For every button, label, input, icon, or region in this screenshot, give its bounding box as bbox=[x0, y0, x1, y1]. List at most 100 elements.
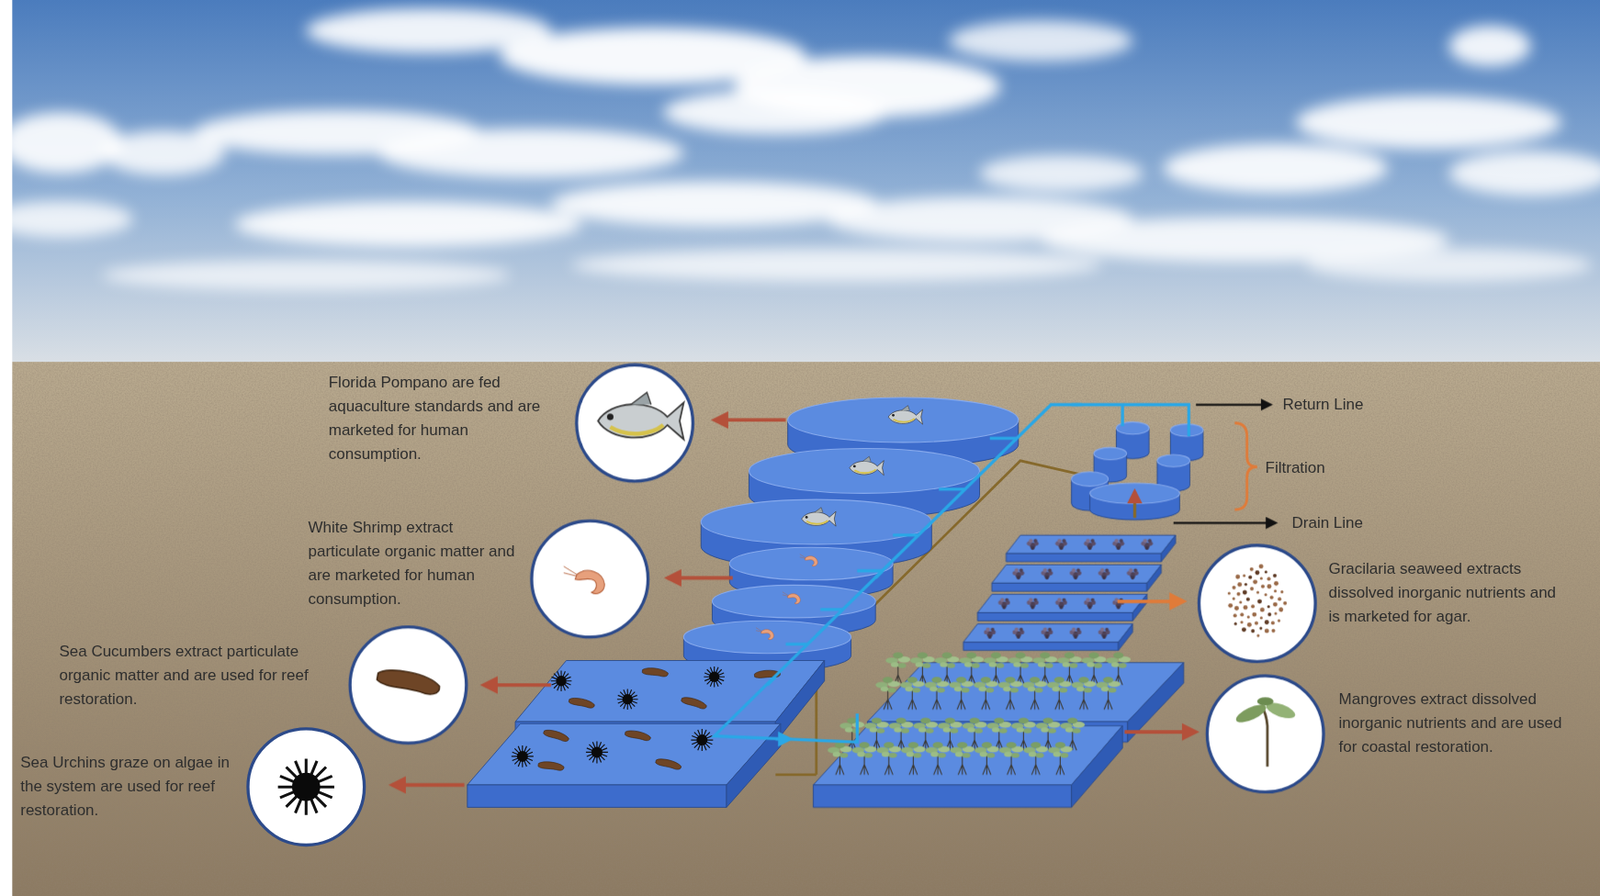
cuke-icon bbox=[538, 761, 565, 772]
tree-icon bbox=[949, 742, 975, 776]
tree-icon bbox=[925, 742, 951, 776]
illustration-part bbox=[375, 666, 441, 697]
seaweed-dot bbox=[1269, 596, 1274, 600]
weed-icon bbox=[1026, 539, 1039, 551]
seaweed-dot bbox=[1252, 579, 1258, 585]
seaweed-dot bbox=[1250, 605, 1255, 609]
seaweed-dot bbox=[1263, 593, 1267, 597]
slab-front bbox=[1005, 553, 1161, 563]
seaweed-dot bbox=[1239, 600, 1242, 604]
slab-side bbox=[1147, 564, 1162, 592]
slab-front bbox=[812, 785, 1071, 808]
callout-circle bbox=[349, 627, 467, 744]
tree-icon bbox=[924, 676, 950, 710]
bracket-label: Filtration bbox=[1265, 456, 1326, 481]
seaweed-dot bbox=[1241, 627, 1247, 632]
slab-side bbox=[1071, 726, 1124, 809]
urchin-icon bbox=[585, 741, 609, 764]
urchin-icon bbox=[551, 670, 573, 692]
seaweed-dot bbox=[1267, 605, 1271, 609]
callout-arrow bbox=[714, 418, 787, 423]
weed-icon bbox=[1083, 539, 1096, 551]
tree-icon bbox=[999, 742, 1025, 776]
tree-icon bbox=[1022, 676, 1048, 710]
weed-icon bbox=[983, 627, 996, 639]
weed-icon bbox=[1040, 627, 1053, 639]
seaweed-dot bbox=[1278, 608, 1284, 613]
seaweed-dot bbox=[1277, 619, 1281, 623]
slab-side bbox=[1160, 535, 1176, 563]
seaweed-dot bbox=[1228, 592, 1231, 596]
weed-icon bbox=[1112, 539, 1125, 551]
seaweed-dot bbox=[1242, 605, 1248, 610]
seaweed-dot bbox=[1264, 629, 1270, 634]
weed-icon bbox=[1098, 627, 1111, 639]
seaweed-dot bbox=[1273, 574, 1277, 578]
illustration-part bbox=[563, 566, 605, 595]
tree-icon bbox=[948, 676, 974, 710]
callout-circle bbox=[1206, 676, 1324, 793]
tree-icon bbox=[901, 742, 926, 776]
urchin-icon bbox=[511, 745, 534, 768]
seaweed-dot bbox=[1283, 601, 1287, 606]
seaweed-dot bbox=[1267, 612, 1272, 617]
seaweed-dot bbox=[1232, 597, 1236, 601]
filtration-tanks bbox=[1071, 422, 1204, 521]
seaweed-dot bbox=[1266, 584, 1272, 589]
tree-icon bbox=[998, 676, 1024, 710]
fish-icon bbox=[801, 507, 836, 527]
seaweed-dot bbox=[1273, 602, 1278, 608]
weed-icon bbox=[1140, 539, 1153, 551]
seaweed-dot bbox=[1254, 570, 1260, 575]
tree-icon bbox=[875, 676, 901, 710]
callout-text: Sea Urchins graze on algae in the system… bbox=[20, 751, 238, 823]
seaweed-dot bbox=[1260, 576, 1263, 580]
weed-icon bbox=[998, 597, 1011, 609]
illustration-part bbox=[0, 112, 123, 174]
seaweed-dot bbox=[1259, 627, 1262, 631]
callout-text: White Shrimp extract particulate organic… bbox=[308, 516, 519, 612]
seaweed-dot bbox=[1277, 597, 1282, 602]
margin bbox=[0, 0, 12, 896]
weed-icon bbox=[1012, 627, 1025, 639]
tree-icon bbox=[1047, 742, 1073, 776]
callout-arrow bbox=[667, 576, 733, 581]
clouds bbox=[0, 8, 1600, 292]
seaweed-dot bbox=[1264, 619, 1270, 625]
slab-top bbox=[1005, 535, 1175, 554]
tank-top bbox=[1093, 447, 1127, 460]
urchin-icon bbox=[690, 729, 713, 752]
weed-icon bbox=[1112, 597, 1125, 609]
seaweed-dot bbox=[1250, 629, 1255, 633]
tree-icon bbox=[1071, 676, 1097, 710]
callout-circle bbox=[576, 365, 694, 483]
seaweed-dot bbox=[1234, 622, 1238, 626]
line-label: Drain Line bbox=[1291, 511, 1364, 536]
illustration-part bbox=[377, 128, 684, 178]
callout-circle bbox=[247, 729, 365, 846]
seaweed-dot bbox=[1235, 574, 1240, 580]
seaweed-dot bbox=[1242, 590, 1248, 596]
callout-arrow bbox=[392, 783, 465, 788]
seaweed-dot bbox=[1246, 597, 1251, 602]
cuke-icon bbox=[542, 728, 570, 743]
tree-icon bbox=[973, 676, 999, 710]
plant-beds bbox=[812, 535, 1184, 808]
seaweed-dot bbox=[1242, 574, 1246, 577]
callout-text: Sea Cucumbers extract particulate organi… bbox=[58, 640, 333, 712]
illustration-part bbox=[101, 259, 510, 291]
tank-top bbox=[1157, 454, 1191, 467]
weed-icon bbox=[1070, 568, 1082, 580]
seaweed-dot bbox=[1239, 620, 1243, 624]
seaweed-dot bbox=[1264, 570, 1268, 574]
callout-text: Gracilaria seaweed extracts dissolved in… bbox=[1328, 557, 1566, 630]
illustration-part bbox=[349, 627, 467, 744]
illustration-part bbox=[1198, 545, 1316, 663]
slab-front bbox=[467, 785, 727, 808]
tank-top bbox=[788, 397, 1019, 443]
seaweed-dot bbox=[1266, 576, 1271, 581]
seaweed-dot bbox=[1239, 613, 1244, 618]
seaweed-dot bbox=[1228, 603, 1233, 609]
